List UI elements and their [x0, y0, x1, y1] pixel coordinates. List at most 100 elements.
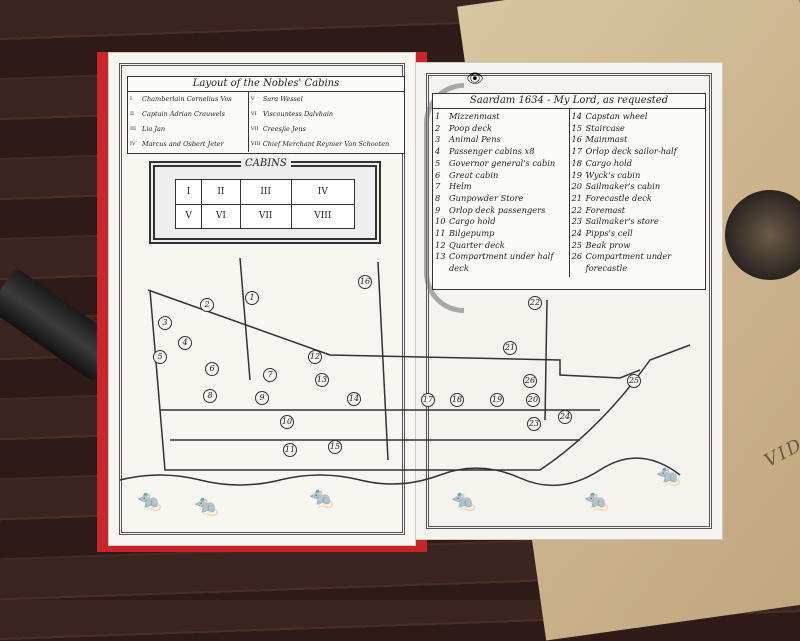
rat-drawing: 🐀	[194, 493, 219, 517]
nobles-table-title: Layout of the Nobles' Cabins	[128, 77, 404, 92]
cabin-cell: VIII	[290, 203, 356, 229]
legend-number: 2	[435, 122, 441, 133]
legend-row: 9 Orlop deck passengers	[435, 205, 567, 217]
ship-part-label: 3	[158, 316, 172, 330]
legend-number: 4	[435, 146, 441, 157]
legend-label: Sailmaker's store	[585, 216, 659, 227]
ship-part-label: 15	[328, 440, 342, 454]
ship-part-label: 20	[526, 393, 540, 407]
legend-label: Orlop deck sailor-half	[585, 146, 677, 157]
legend-number: 15	[571, 122, 583, 133]
legend-number: 17	[571, 146, 583, 157]
noble-name: Viscountess Dalvhain	[262, 110, 334, 118]
legend-number: 23	[571, 216, 583, 227]
ship-part-label: 17	[421, 393, 435, 407]
foremast	[544, 299, 548, 421]
noble-number: V	[250, 96, 255, 102]
ship-hull	[149, 289, 691, 471]
noble-number: IV	[130, 141, 136, 147]
ship-part-label: 21	[503, 341, 517, 355]
legend-label: Great cabin	[449, 169, 499, 180]
ship-part-label: 13	[315, 373, 329, 387]
rat-drawing: 🐀	[451, 488, 476, 512]
legend-number: 18	[571, 157, 583, 168]
noble-name: Lia Jan	[142, 125, 166, 133]
legend-row: 2 Poop deck	[435, 123, 567, 135]
legend-label: Foremast	[585, 204, 626, 215]
legend-number: 16	[571, 134, 583, 145]
legend-label: Passenger cabins x8	[449, 146, 535, 157]
page-border	[426, 73, 712, 529]
page-border	[119, 63, 405, 535]
noble-name: Captain Adrian Crauwels	[142, 110, 225, 118]
right-page: 👁 Saardam 1634 - My Lord, as requested 1…	[415, 62, 723, 540]
ship-part-label: 19	[490, 393, 504, 407]
cabin-cell: VI	[201, 203, 241, 229]
legend-number: 12	[435, 239, 446, 250]
sea-waves	[119, 457, 681, 487]
legend-number: 20	[571, 181, 583, 192]
mizzenmast	[239, 257, 251, 381]
eye-icon: 👁	[466, 71, 484, 87]
legend-label: Compartment under forecastle	[585, 251, 672, 274]
ship-part-label: 9	[255, 391, 269, 405]
legend-label: Animal Pens	[449, 134, 501, 145]
cabin-cell: III	[239, 179, 292, 205]
legend-number: 9	[435, 204, 441, 215]
ship-deck	[147, 289, 641, 379]
cabins-title: CABINS	[241, 158, 291, 169]
noble-name: Chief Merchant Reynier Van Schooten	[262, 140, 390, 148]
noble-name: Creesjie Jens	[262, 125, 306, 133]
legend-label: Quarter deck	[449, 239, 505, 250]
mainmast	[377, 261, 389, 461]
ship-part-label: 22	[528, 296, 542, 310]
ship-part-label: 18	[450, 393, 464, 407]
noble-number: II	[130, 111, 134, 117]
noble-row: IV Marcus and Osbert Jeter	[130, 137, 248, 152]
cabin-cell: II	[201, 179, 241, 205]
ship-part-label: 2	[200, 298, 214, 312]
noble-name: Sara Wessel	[262, 95, 303, 103]
ship-part-label: 7	[263, 368, 277, 382]
noble-row: II Captain Adrian Crauwels	[130, 107, 248, 122]
cabin-cell: V	[174, 203, 203, 229]
legend-label: Cargo hold	[449, 216, 496, 227]
ship-part-label: 25	[627, 374, 641, 388]
legend-label: Poop deck	[449, 122, 493, 133]
ship-part-label: 11	[283, 443, 297, 457]
ship-decks	[160, 409, 600, 441]
legend-number: 19	[571, 169, 583, 180]
legend-number: 7	[435, 181, 441, 192]
legend-label: Sailmaker's cabin	[585, 181, 661, 192]
legend-label: Helm	[449, 181, 472, 192]
noble-name: Marcus and Osbert Jeter	[142, 140, 224, 148]
legend-label: Orlop deck passengers	[449, 204, 546, 215]
ship-part-label: 23	[527, 417, 541, 431]
legend-number: 3	[435, 134, 441, 145]
cabin-cell: VII	[239, 203, 292, 229]
noble-name: Chamberlain Cornelius Vos	[142, 95, 232, 103]
legend-label: Wyck's cabin	[585, 169, 641, 180]
legend-title: Saardam 1634 - My Lord, as requested	[433, 94, 705, 109]
legend-label: Capstan wheel	[585, 111, 648, 121]
legend-label: Mainmast	[585, 134, 628, 145]
